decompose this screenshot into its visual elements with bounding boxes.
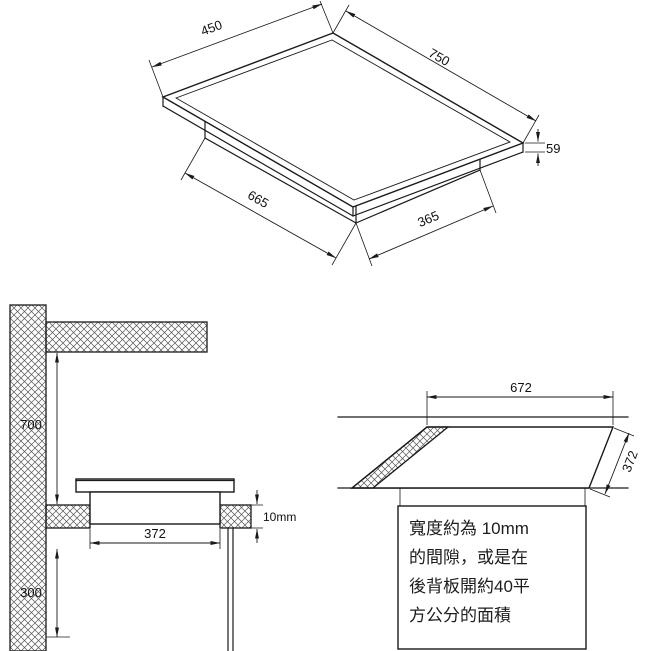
dimension-300: 300 [20, 548, 70, 638]
dim-450-label: 450 [199, 17, 225, 39]
cooktop-top-slab [161, 32, 525, 217]
dim-700-label: 700 [20, 417, 42, 432]
dimension-450: 450 [148, 0, 334, 98]
note-line-4: 方公分的面積 [409, 606, 511, 625]
dimension-672: 672 [426, 380, 614, 425]
dim-750-label: 750 [426, 45, 452, 69]
dimension-10mm: 10mm [251, 490, 296, 543]
cabinet-side-panel [227, 527, 234, 651]
cutout-top-view: 672 372 寬度約為 10mm 的間隙，或是在 後背板開約40平 方公分的面… [337, 380, 641, 650]
dim-10mm-label: 10mm [263, 510, 296, 524]
isometric-cooktop-view: 450 750 59 665 365 [148, 0, 560, 267]
note-line-3: 後背板開約40平 [409, 577, 530, 596]
dimension-59: 59 [525, 129, 560, 166]
cooktop-top-face [161, 32, 525, 208]
note-box-frame [397, 505, 587, 650]
dim-672-label: 672 [510, 380, 532, 395]
installation-note-box: 寬度約為 10mm 的間隙，或是在 後背板開約40平 方公分的面積 [397, 505, 587, 650]
dim-372-cutout-label: 372 [619, 449, 641, 475]
dimension-700: 700 [20, 352, 59, 505]
counter-left-section [45, 504, 91, 529]
gap-strip [350, 426, 450, 489]
upper-cabinet-section [45, 321, 208, 353]
dimension-372-side: 372 [89, 526, 221, 549]
note-line-1: 寬度約為 10mm [409, 519, 529, 538]
counter-right-section [219, 504, 252, 529]
dim-372-side-label: 372 [144, 526, 166, 541]
cooktop-side-profile [75, 478, 235, 525]
dim-665-label: 665 [245, 187, 271, 211]
wall-section [9, 304, 47, 651]
note-line-2: 的間隙，或是在 [409, 548, 528, 567]
dimension-372-cutout: 372 [589, 427, 641, 498]
side-installation-view: 700 372 10mm 300 [9, 304, 296, 651]
dim-300-label: 300 [20, 585, 42, 600]
dim-59-label: 59 [546, 141, 560, 156]
dim-365-label: 365 [415, 208, 441, 230]
